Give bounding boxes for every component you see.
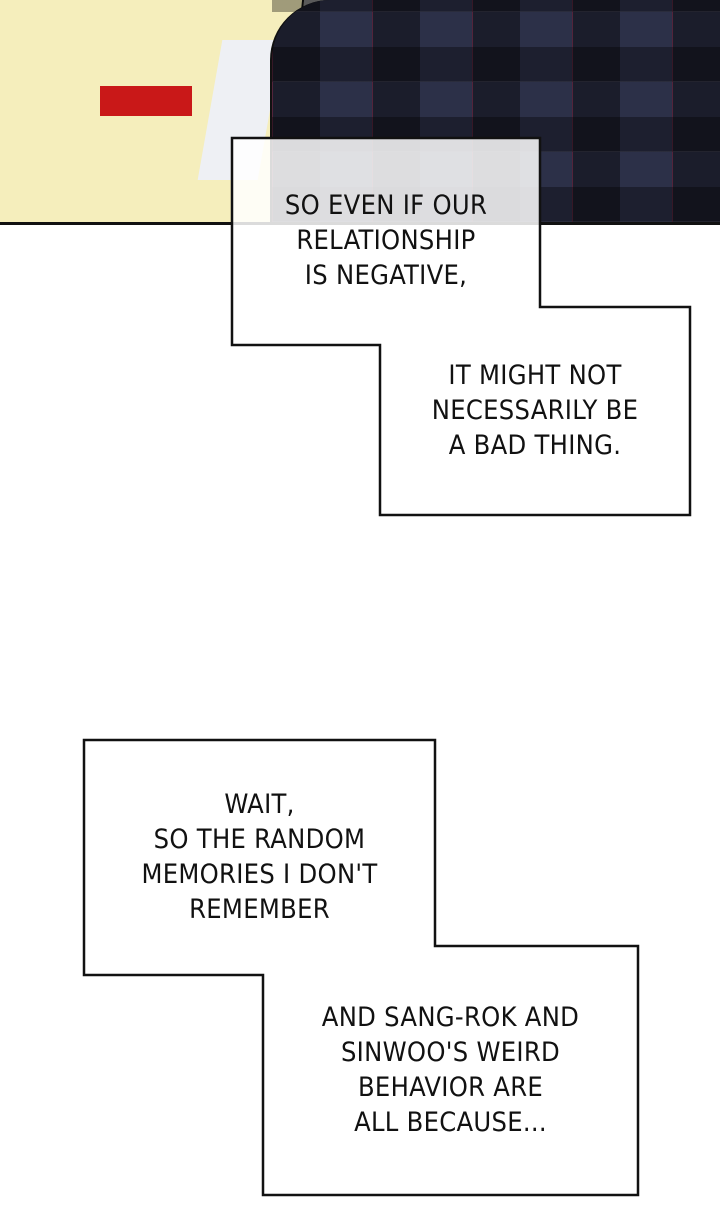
caption-text-2: IT MIGHT NOT NECESSARILY BE A BAD THING.	[380, 358, 690, 463]
caption-box-2	[82, 738, 640, 1197]
caption-line: BEHAVIOR ARE	[357, 1072, 544, 1103]
caption-text-3: WAIT, SO THE RANDOM MEMORIES I DON'T REM…	[84, 787, 435, 927]
caption-line: WAIT,	[224, 789, 295, 820]
caption-line: ALL BECAUSE...	[354, 1107, 547, 1138]
caption-line: AND SANG-ROK AND	[321, 1002, 580, 1033]
caption-line: A BAD THING.	[448, 430, 622, 461]
caption-text-1: SO EVEN IF OUR RELATIONSHIP IS NEGATIVE,	[232, 188, 540, 293]
caption-line: SO EVEN IF OUR	[284, 190, 488, 221]
caption-line: SO THE RANDOM	[153, 824, 366, 855]
caption-line: IT MIGHT NOT	[448, 360, 622, 391]
red-shirt-label	[100, 86, 192, 116]
caption-line: NECESSARILY BE	[431, 395, 639, 426]
caption-box-1	[230, 136, 692, 517]
caption-line: REMEMBER	[189, 894, 330, 925]
caption-line: RELATIONSHIP	[296, 225, 476, 256]
caption-text-4: AND SANG-ROK AND SINWOO'S WEIRD BEHAVIOR…	[263, 1000, 638, 1140]
caption-line: SINWOO'S WEIRD	[340, 1037, 561, 1068]
caption-line: IS NEGATIVE,	[304, 260, 468, 291]
caption-line: MEMORIES I DON'T	[141, 859, 378, 890]
